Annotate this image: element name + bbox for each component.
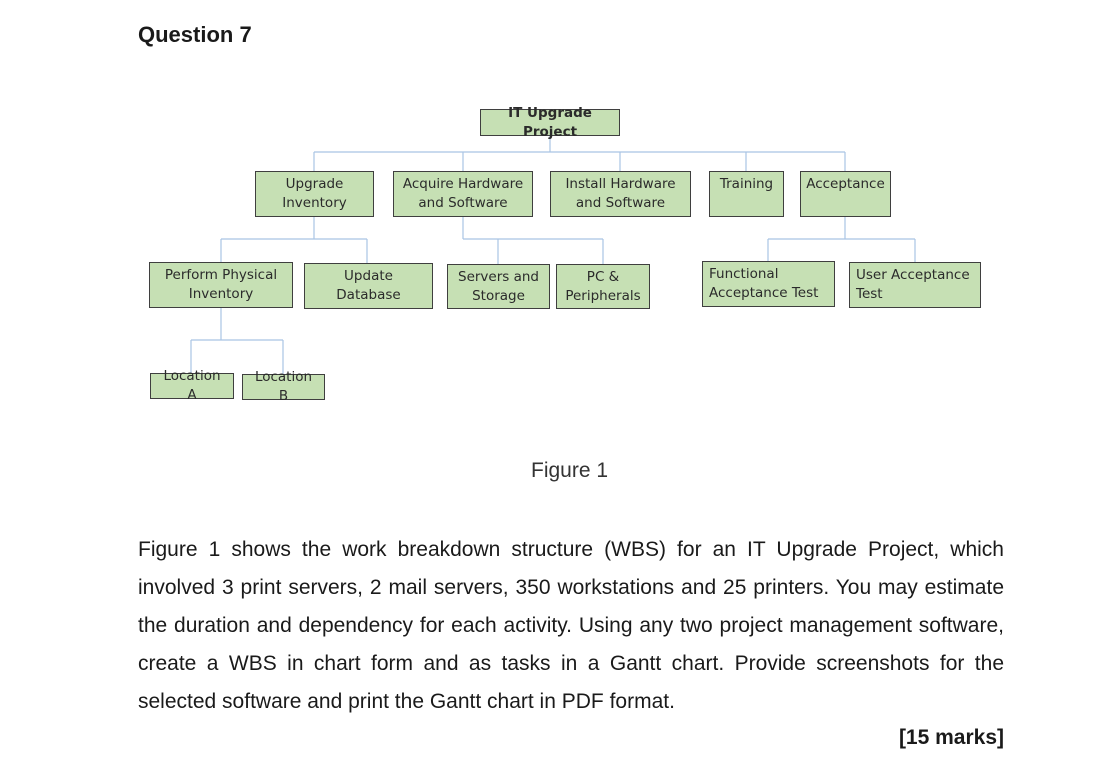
question-title: Question 7 — [138, 22, 252, 47]
connector-acceptance — [767, 216, 916, 262]
wbs-training-label: Training — [719, 176, 774, 192]
wbs-functional-test-label: Functional Acceptance Test — [709, 266, 819, 301]
connector-upgrade — [220, 216, 368, 263]
wbs-node-upgrade-inventory: Upgrade Inventory — [255, 171, 374, 217]
wbs-node-functional-test: Functional Acceptance Test — [702, 261, 835, 307]
wbs-node-location-b: Location B — [242, 369, 325, 404]
wbs-node-install: Install Hardware and Software — [550, 171, 691, 217]
marks-label: [15 marks] — [898, 726, 1004, 749]
wbs-acceptance-label: Acceptance — [806, 176, 885, 192]
wbs-pc-peripherals-label: PC & Peripherals — [565, 268, 641, 304]
question-paragraph: Figure 1 shows the work breakdown struct… — [138, 538, 1004, 713]
wbs-node-servers-storage: Servers and Storage — [447, 264, 550, 309]
wbs-node-acquire: Acquire Hardware and Software — [393, 171, 533, 217]
wbs-connector-lines — [190, 135, 916, 374]
connector-root — [313, 135, 846, 171]
wbs-servers-storage-label: Servers and Storage — [458, 268, 539, 304]
connector-perform — [190, 307, 284, 374]
wbs-install-label: Install Hardware and Software — [565, 176, 676, 211]
wbs-node-location-a: Location A — [150, 368, 234, 403]
wbs-node-update-database: Update Database — [304, 263, 433, 309]
wbs-node-training: Training — [709, 171, 784, 217]
wbs-acquire-label: Acquire Hardware and Software — [402, 176, 524, 211]
wbs-root-label: IT Upgrade Project — [508, 104, 592, 140]
wbs-upgrade-inventory-label: Upgrade Inventory — [282, 176, 347, 211]
wbs-node-user-test: User Acceptance Test — [849, 262, 981, 308]
connector-acquire — [462, 216, 604, 264]
wbs-node-acceptance: Acceptance — [800, 171, 891, 217]
wbs-location-b-label: Location B — [254, 369, 313, 404]
wbs-update-database-label: Update Database — [336, 268, 401, 303]
figure-caption: Figure 1 — [531, 459, 609, 482]
wbs-node-pc-peripherals: PC & Peripherals — [556, 264, 650, 309]
wbs-root-node: IT Upgrade Project — [480, 105, 620, 140]
wbs-node-perform-inventory: Perform Physical Inventory — [149, 262, 293, 308]
wbs-user-test-label: User Acceptance Test — [856, 267, 970, 302]
wbs-perform-inventory-label: Perform Physical Inventory — [164, 267, 278, 302]
wbs-location-a-label: Location A — [163, 368, 221, 403]
